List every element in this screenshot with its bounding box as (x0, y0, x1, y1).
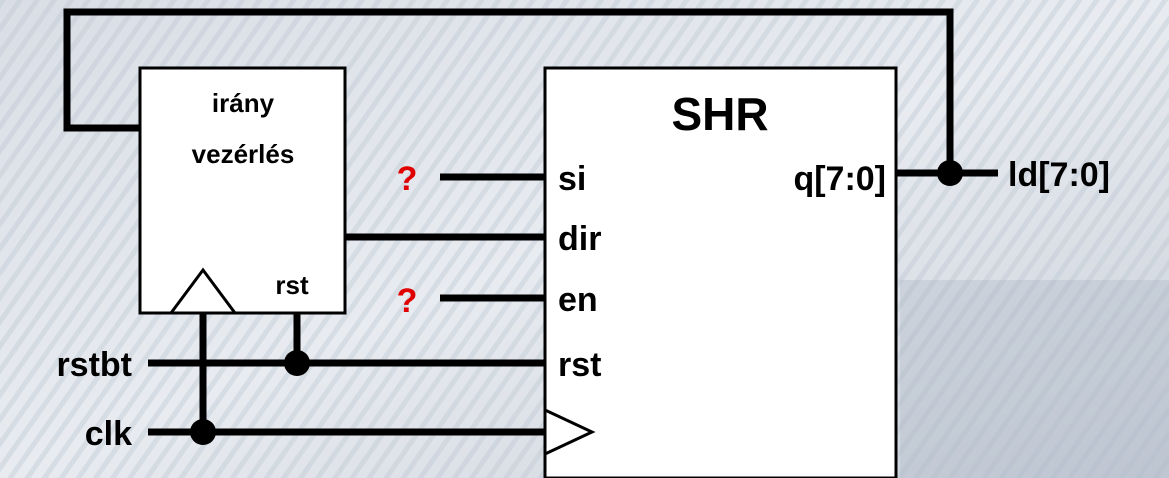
shr-title: SHR (671, 88, 768, 140)
shr-si-port-label: si (558, 160, 586, 198)
rstbt-input-label: rstbt (56, 346, 132, 384)
output-junction-dot (937, 160, 963, 186)
direction-control-block (138, 66, 347, 315)
shr-q-port-label: q[7:0] (793, 160, 886, 198)
shift-register-block (543, 66, 898, 478)
si-unknown-mark: ? (397, 160, 418, 198)
shr-dir-port-label: dir (558, 220, 601, 258)
shr-rst-port-label: rst (558, 346, 601, 384)
clk-junction-dot (190, 419, 216, 445)
rst-junction-dot (284, 350, 310, 376)
clk-input-label: clk (85, 415, 132, 453)
direction-block-title-line1: irány (212, 88, 275, 118)
direction-block-title-line2: vezérlés (192, 139, 295, 169)
shr-en-port-label: en (558, 281, 598, 319)
feedback-wire (63, 8, 954, 170)
ld-output-label: ld[7:0] (1008, 156, 1110, 194)
direction-block-rst-port-label: rst (275, 270, 309, 300)
shr-clock-triangle (544, 408, 596, 456)
en-unknown-mark: ? (397, 282, 418, 320)
